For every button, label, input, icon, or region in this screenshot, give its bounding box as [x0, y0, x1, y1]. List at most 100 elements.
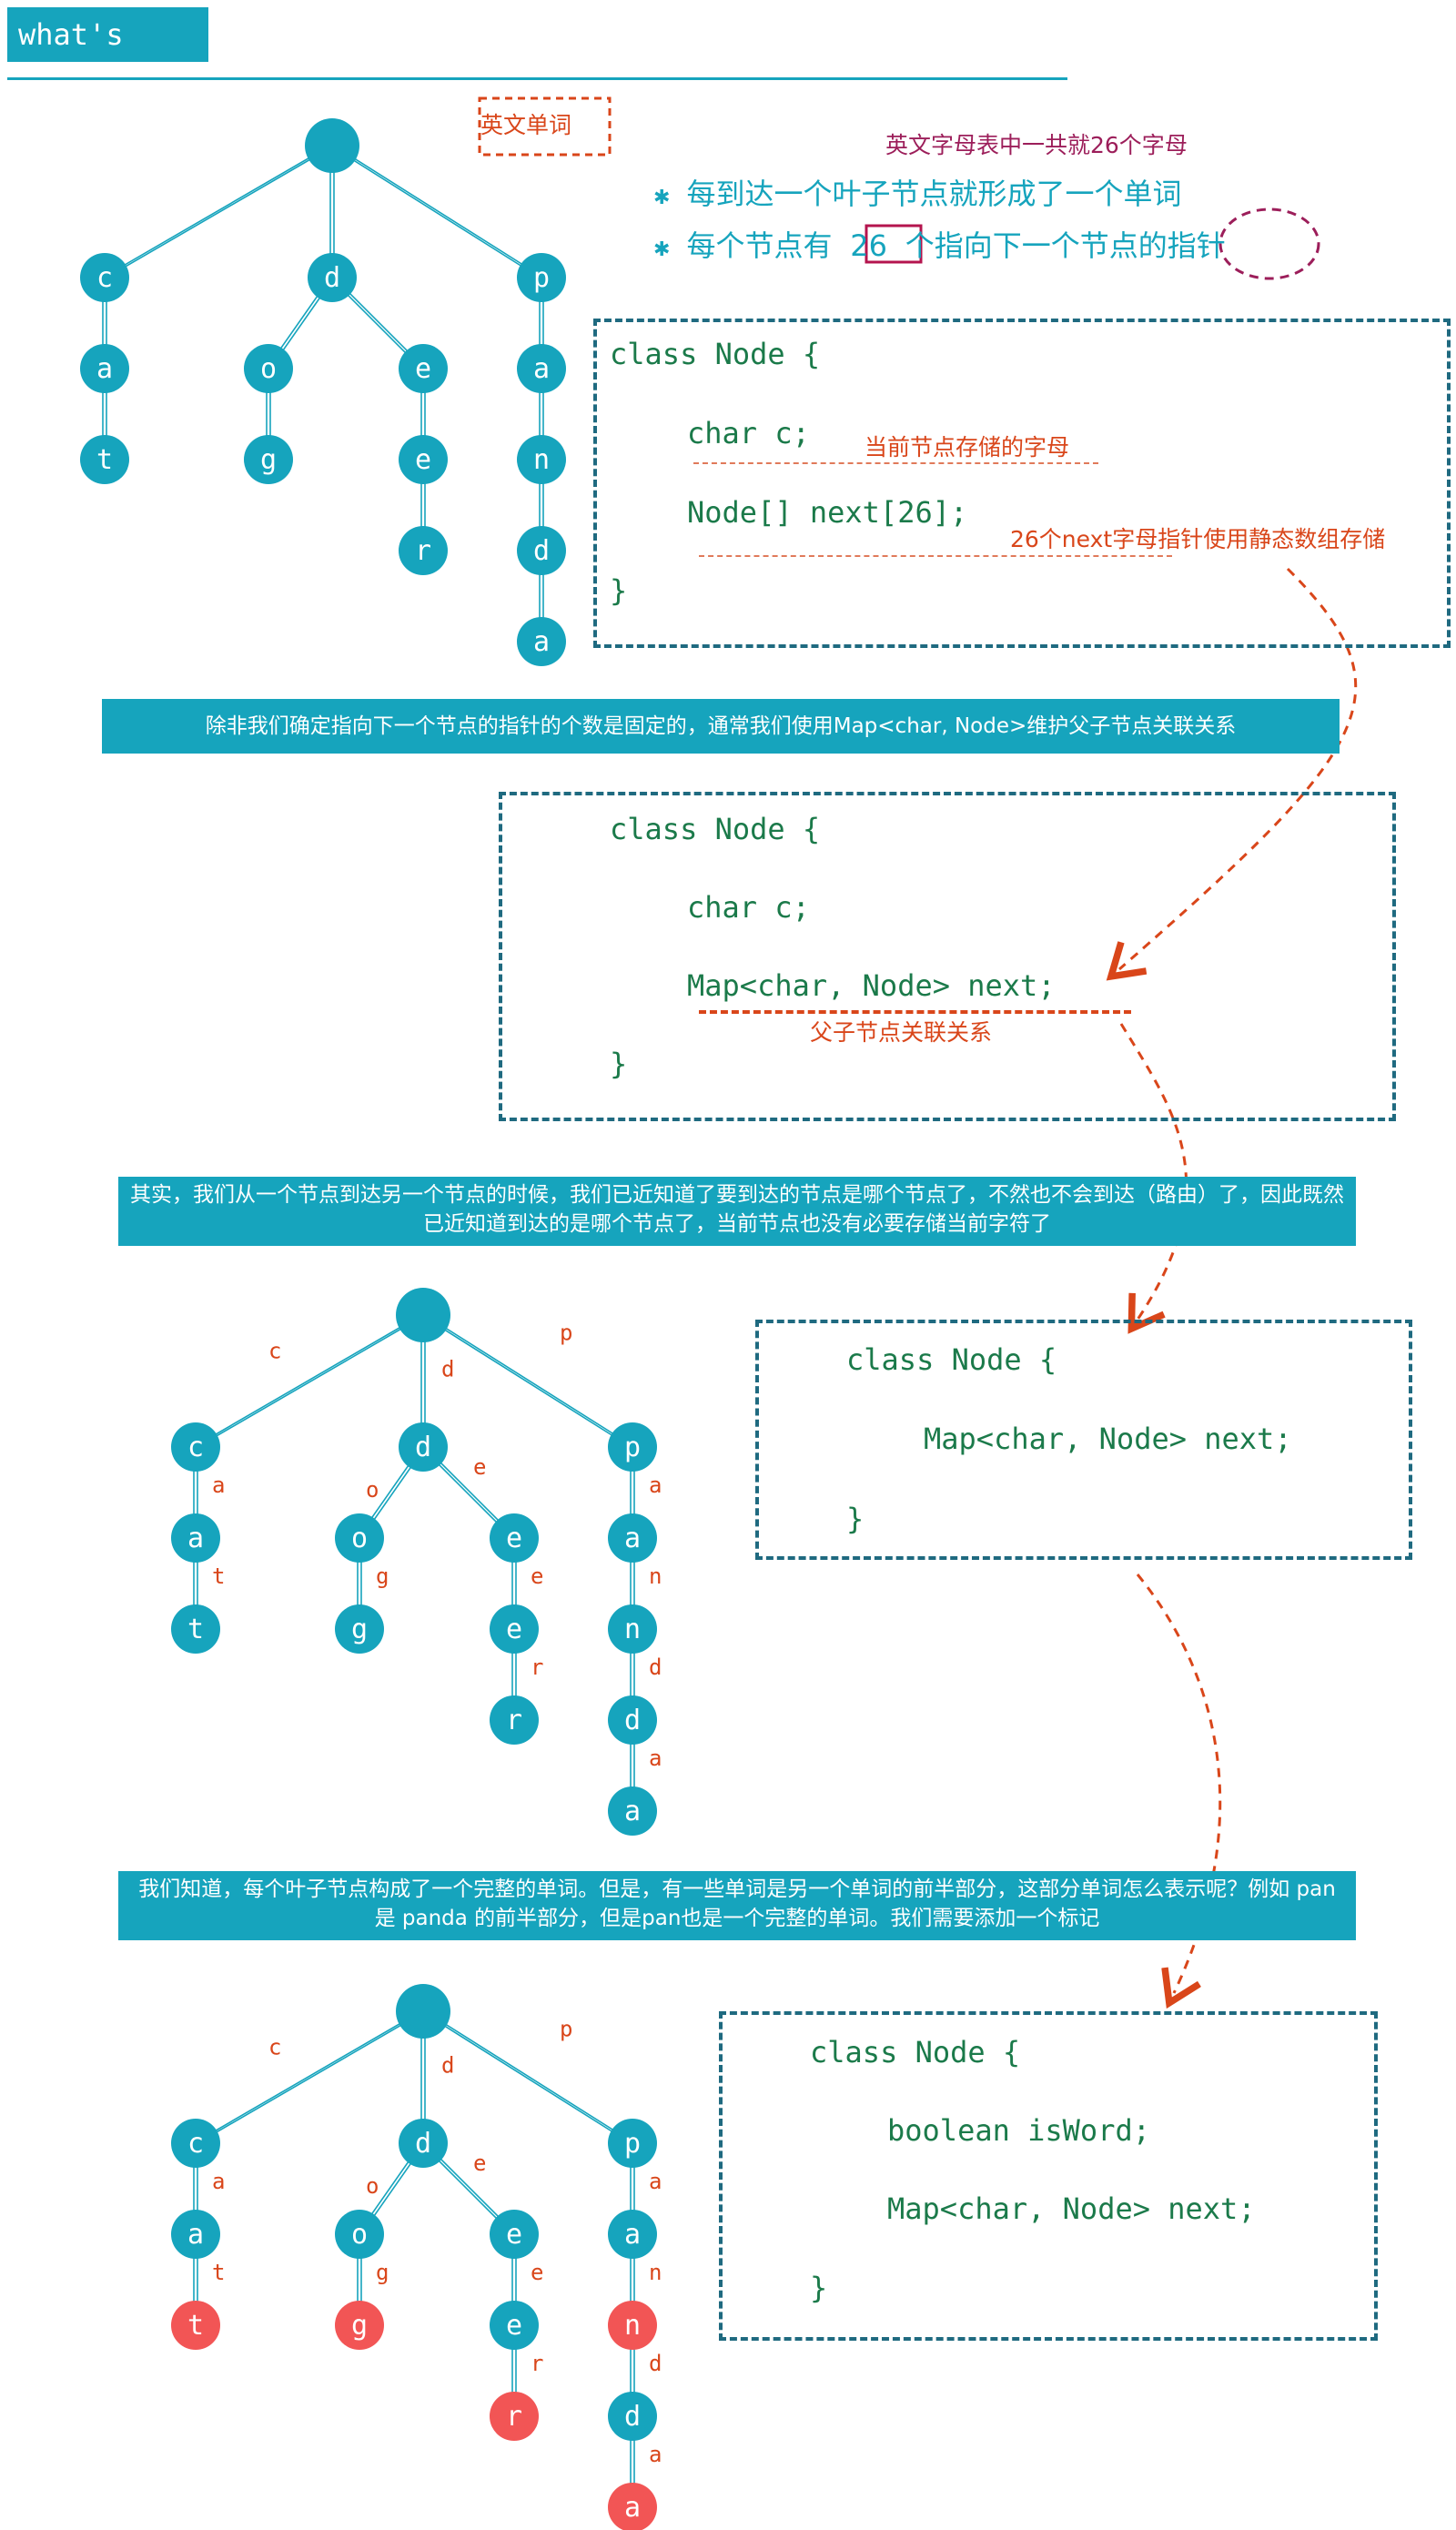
edge-label: r [531, 2351, 543, 2376]
trie-edge [106, 145, 335, 278]
trie-node-letter: d [415, 2128, 431, 2160]
code-box-array [593, 319, 1451, 648]
bullet-leaf-word: ✱ 每到达一个叶子节点就形成了一个单词 [653, 171, 1181, 213]
edge-label: c [268, 2035, 281, 2060]
code-box-isword [719, 2011, 1378, 2341]
bullet-leaf-word-text: 每到达一个叶子节点就形成了一个单词 [686, 177, 1182, 211]
trie-edge [329, 145, 541, 278]
bullet-pointer-post: 个指向下一个节点的指针 [905, 228, 1226, 263]
trie-node-letter: a [624, 2219, 641, 2251]
bullet-star-icon: ✱ [653, 238, 671, 261]
trie-node [80, 435, 129, 484]
bullet-star-icon: ✱ [653, 187, 671, 209]
trie-node-letter: r [506, 2401, 522, 2433]
trie-node [490, 2301, 539, 2350]
trie-node [80, 344, 129, 393]
trie-node [399, 2119, 448, 2168]
edge-label: a [649, 2169, 662, 2194]
trie-node-letter: a [533, 353, 550, 385]
edge-label: a [212, 2169, 225, 2194]
trie-node [608, 1422, 657, 1472]
english-word-highlight [478, 96, 612, 157]
trie-node [608, 2210, 657, 2259]
edge-label: a [649, 1472, 662, 1498]
code-line: Node[] next[26]; [687, 495, 968, 530]
edge-label: p [560, 2017, 572, 2042]
trie-node-letter: r [506, 1705, 522, 1736]
trie-node [608, 2392, 657, 2441]
trie-node [608, 1513, 657, 1563]
code-line: class Node { [846, 1342, 1057, 1377]
trie-node-letter: e [415, 444, 431, 476]
annotation-relation: 父子节点关联关系 [810, 1019, 993, 1046]
trie-edge [424, 1314, 635, 1448]
trie-node-letter: a [96, 353, 113, 385]
edge-label: g [376, 2260, 389, 2285]
trie-node [244, 435, 293, 484]
code-line: class Node { [810, 2035, 1021, 2070]
trie-node-letter: e [506, 1523, 522, 1554]
trie-node-letter: o [351, 1523, 368, 1554]
annotation-underline [693, 462, 1098, 464]
trie-node-letter: p [624, 2128, 641, 2160]
trie-node-letter: n [624, 2310, 641, 2342]
trie-node [335, 1513, 384, 1563]
trie-node-letter: c [187, 2128, 204, 2160]
code-line: } [810, 2271, 828, 2305]
edge-label: a [212, 1472, 225, 1498]
trie-node [490, 1513, 539, 1563]
edge-label: e [531, 2260, 543, 2285]
flow-arrow-2 [1119, 1023, 1188, 1320]
flow-arrow-1 [1119, 567, 1358, 969]
trie-root-node [305, 118, 359, 173]
trie-edge [193, 1314, 422, 1448]
trie-root-node [396, 1984, 450, 2039]
trie-node-letter: t [96, 444, 113, 476]
trie-node-letter: e [506, 2310, 522, 2342]
trie-node [399, 344, 448, 393]
trie-node [171, 1422, 220, 1472]
edge-label: o [366, 2173, 379, 2199]
english-word-label: 英文单词 [480, 112, 572, 138]
edge-label: t [212, 2260, 225, 2285]
edge-label: a [649, 1746, 662, 1771]
banner-map-note: 除非我们确定指向下一个节点的指针的个数是固定的，通常我们使用Map<char, … [102, 699, 1340, 754]
flow-arrow-3 [1136, 1574, 1222, 1993]
trie-node-letter: e [506, 1614, 522, 1645]
code-line: char c; [687, 416, 810, 450]
trie-node [490, 1604, 539, 1654]
trie-node-letter: g [351, 1614, 368, 1645]
trie-node [517, 253, 566, 302]
trie-node-letter: a [624, 1796, 641, 1827]
edge-label: t [212, 1564, 225, 1589]
trie-node [490, 2210, 539, 2259]
edge-label: e [473, 2150, 486, 2176]
title-underline [7, 77, 1067, 80]
trie-node [244, 344, 293, 393]
trie-node [171, 1513, 220, 1563]
edge-label: d [649, 1655, 662, 1680]
trie-node-letter: p [624, 1432, 641, 1463]
trie-node-letter: d [533, 535, 550, 567]
alphabet-note: 英文字母表中一共就26个字母 [885, 132, 1188, 158]
code-box-map [499, 792, 1396, 1121]
trie-node-letter: a [533, 626, 550, 658]
trie-edge [424, 2010, 635, 2144]
trie-node-letter: c [96, 262, 113, 294]
trie-node-letter: a [187, 2219, 204, 2251]
trie-edge [420, 1314, 632, 1448]
trie-node [608, 1695, 657, 1745]
trie-node-letter: p [533, 262, 550, 294]
trie-edge [193, 2010, 422, 2144]
trie-node [80, 253, 129, 302]
trie-edge [333, 145, 544, 278]
trie-node [335, 2210, 384, 2259]
edge-label: o [366, 1477, 379, 1503]
edge-label: e [473, 1454, 486, 1480]
code-line: class Node { [610, 812, 821, 846]
edge-label: d [441, 1357, 454, 1382]
annotation-underline [699, 555, 1172, 557]
code-box-next-only [755, 1320, 1412, 1560]
trie-node [608, 1604, 657, 1654]
